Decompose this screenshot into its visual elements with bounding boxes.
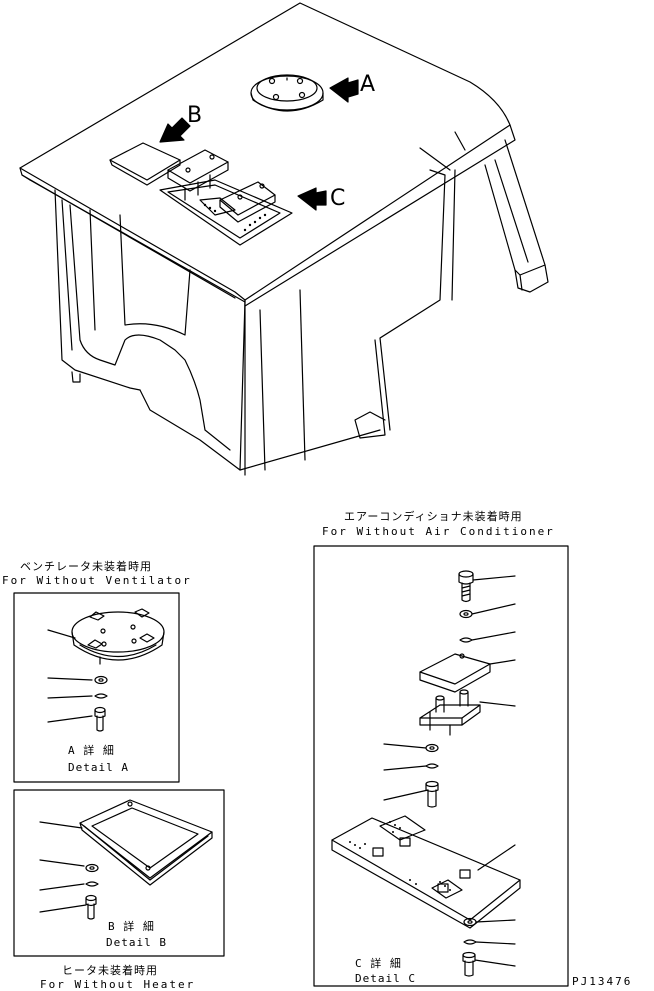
panel-ventilator-frame <box>13 592 180 783</box>
callout-b-label: B <box>187 103 203 128</box>
ventilator-jp-title: ベンチレータ未装着時用 <box>20 560 152 573</box>
detail-a-en: Detail A <box>68 761 129 774</box>
detail-b-jp: B 詳 細 <box>108 920 155 933</box>
heater-en-title: For Without Heater <box>40 978 196 991</box>
aircon-jp-title: エアーコンディショナ未装着時用 <box>344 510 523 523</box>
panel-heater-frame <box>13 789 225 957</box>
detail-c-jp: C 詳 細 <box>355 957 402 970</box>
cab-illustration <box>19 2 549 476</box>
panel-aircon-frame <box>313 545 569 987</box>
detail-c-en: Detail C <box>355 972 416 985</box>
heater-jp-title: ヒータ未装着時用 <box>62 964 158 977</box>
callout-a-label: A <box>360 72 376 97</box>
ventilator-en-title: For Without Ventilator <box>2 574 192 587</box>
detail-b-en: Detail B <box>106 936 167 949</box>
aircon-en-title: For Without Air Conditioner <box>322 525 555 538</box>
detail-a-jp: A 詳 細 <box>68 744 115 757</box>
part-number: PJ13476 <box>572 975 633 988</box>
callout-c-label: C <box>330 186 346 211</box>
